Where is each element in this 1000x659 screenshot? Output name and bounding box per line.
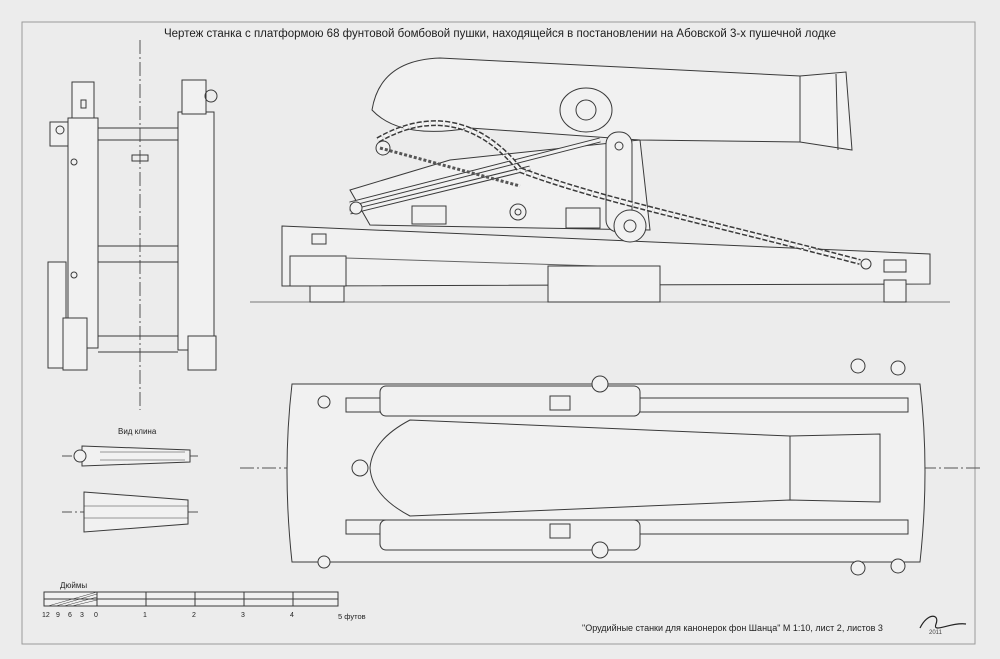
scale-tick: 3 [241, 612, 245, 619]
scale-tick: 1 [143, 612, 147, 619]
wedge-view-label: Вид клина [118, 427, 157, 436]
scale-tick: 4 [290, 612, 294, 619]
side-elevation [250, 57, 950, 303]
drawing-title: Чертеж станка с платформою 68 фунтовой б… [164, 28, 836, 40]
scale-tick: 9 [56, 612, 60, 619]
scale-tick: 0 [94, 612, 98, 619]
scale-tick: 3 [80, 612, 84, 619]
scale-bar [43, 591, 339, 607]
scale-tick: 6 [68, 612, 72, 619]
scale-unit-label: 5 футов [338, 612, 366, 621]
sheet-caption: "Орудийные станки для канонерок фон Шанц… [582, 623, 883, 633]
scale-title: Дюймы [60, 581, 88, 590]
plan-view [240, 358, 980, 576]
scale-tick: 12 [42, 612, 50, 619]
sheet-border [21, 21, 976, 645]
wedge-views [62, 445, 198, 533]
front-view [47, 40, 218, 410]
scale-tick: 2 [192, 612, 196, 619]
author-signature [919, 615, 967, 629]
signature-year: 2011 [929, 630, 942, 636]
